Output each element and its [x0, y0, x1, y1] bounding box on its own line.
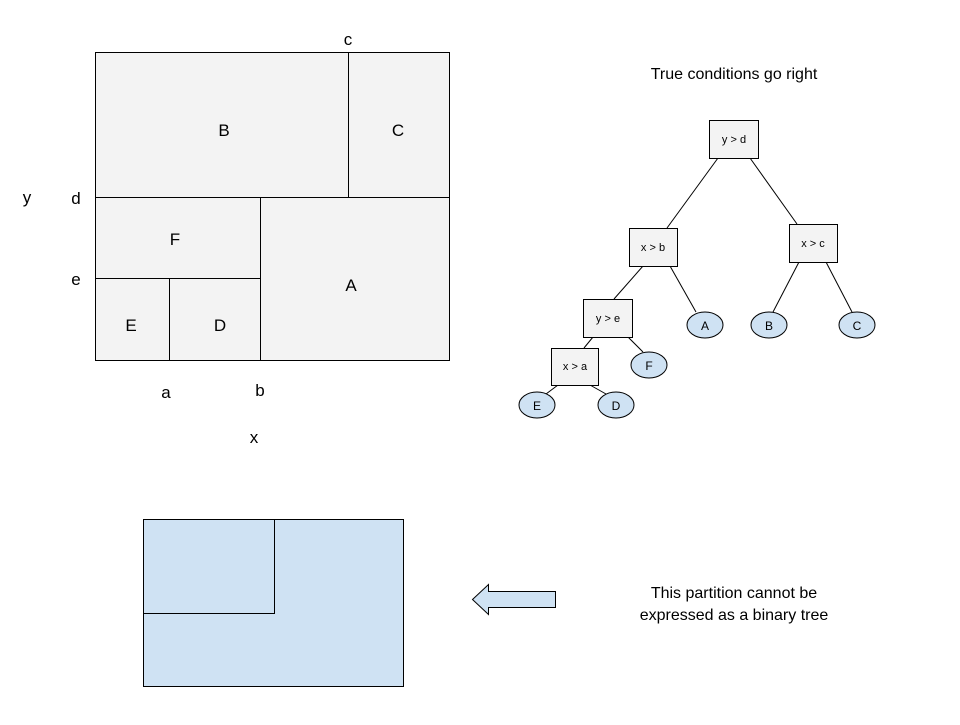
region-b	[95, 52, 349, 198]
edge-xa-right	[589, 384, 607, 395]
leaf-a: A	[686, 311, 724, 339]
region-label-f: F	[170, 230, 180, 249]
region-label-a: A	[345, 276, 357, 295]
svg-text:C: C	[853, 319, 862, 333]
tree-edges	[545, 157, 853, 395]
edge-xc-left	[772, 261, 800, 313]
svg-text:A: A	[701, 319, 709, 333]
non-binary-partition	[143, 519, 404, 687]
edge-xa-left	[545, 384, 559, 395]
svg-text:x > a: x > a	[563, 361, 588, 373]
region-label-d: D	[214, 316, 226, 335]
left-arrow-icon	[471, 583, 556, 616]
svg-text:x > b: x > b	[641, 242, 665, 254]
svg-text:E: E	[533, 399, 541, 413]
non-binary-inner-boundary	[143, 519, 275, 614]
tree-decision-nodes: y > d x > b x > c y > e x > a	[551, 120, 838, 386]
non-binary-outer	[143, 519, 404, 687]
node-x-gt-b: x > b	[629, 228, 678, 267]
partition-region-labels: B C F A E D	[125, 121, 404, 335]
leaf-c: C	[838, 311, 876, 339]
edge-root-left	[666, 157, 719, 229]
tree-leaf-nodes: A B C F E D	[518, 311, 876, 419]
note-line-1: This partition cannot be	[651, 585, 817, 602]
leaf-d: D	[597, 391, 635, 419]
edge-xc-right	[825, 261, 853, 313]
edge-xb-right	[669, 265, 697, 313]
edge-root-right	[749, 157, 798, 225]
tree-title: True conditions go right	[651, 66, 818, 83]
node-x-gt-a: x > a	[551, 348, 599, 386]
threshold-d-label: d	[71, 189, 80, 208]
leaf-b: B	[750, 311, 788, 339]
region-label-b: B	[218, 121, 229, 140]
svg-text:F: F	[645, 359, 652, 373]
edge-xb-left	[613, 265, 644, 300]
region-label-c: C	[392, 121, 404, 140]
svg-text:y > e: y > e	[596, 313, 620, 325]
leaf-f: F	[630, 351, 668, 379]
axis-y-label: y	[23, 188, 32, 207]
partition-diagram	[95, 52, 450, 361]
axis-x-label: x	[250, 428, 259, 447]
note-line-2: expressed as a binary tree	[640, 607, 829, 624]
threshold-c-label: c	[344, 30, 353, 49]
svg-text:D: D	[612, 399, 621, 413]
node-x-gt-c: x > c	[789, 224, 838, 263]
threshold-a-label: a	[161, 383, 171, 402]
leaf-e: E	[518, 391, 556, 419]
edge-ye-right	[627, 336, 644, 353]
region-a	[260, 197, 450, 361]
threshold-e-label: e	[71, 270, 80, 289]
region-d	[169, 278, 261, 361]
node-y-gt-d: y > d	[709, 120, 759, 159]
region-e	[95, 278, 170, 361]
node-y-gt-e: y > e	[583, 299, 633, 338]
non-binary-note: This partition cannot be expressed as a …	[640, 585, 829, 624]
region-label-e: E	[125, 316, 136, 335]
edge-ye-left	[583, 336, 594, 349]
svg-text:B: B	[765, 319, 773, 333]
partition-threshold-labels: c d e a b x y	[23, 30, 353, 447]
threshold-b-label: b	[255, 381, 264, 400]
svg-text:x > c: x > c	[801, 238, 825, 250]
region-c	[348, 52, 450, 198]
region-f	[95, 197, 261, 279]
svg-text:y > d: y > d	[722, 134, 746, 146]
